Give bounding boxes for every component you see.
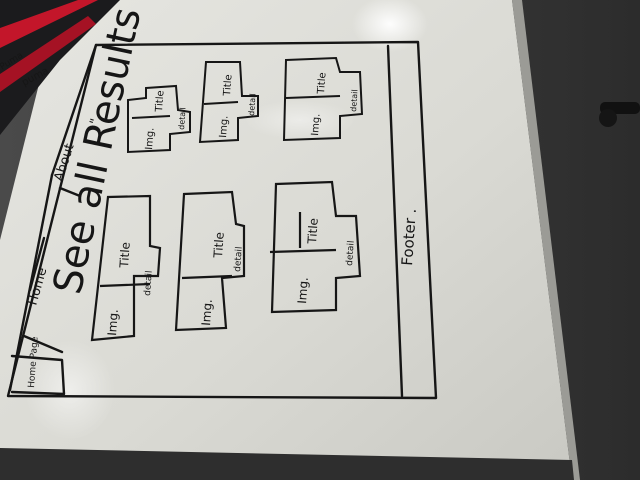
result-card[interactable]: Img. Title detail xyxy=(174,190,246,332)
nav-sep-3 xyxy=(58,186,82,198)
bag-corner: puma Puma xyxy=(0,0,120,135)
home-page-box xyxy=(10,354,66,396)
card-img-label: Img. xyxy=(310,113,323,136)
card-img-label: Img. xyxy=(295,277,311,305)
result-card[interactable]: Img. Title detail xyxy=(282,56,364,142)
card-detail-label: detail xyxy=(345,240,357,266)
card-img-label: Img. xyxy=(218,115,231,138)
whiteboard-edge xyxy=(512,0,580,480)
board-tray xyxy=(0,448,574,480)
nav-sep-1 xyxy=(22,334,64,354)
card-detail-label: detail xyxy=(143,270,155,296)
card-title-label: Title xyxy=(117,242,133,270)
card-title-label: Title xyxy=(305,218,321,246)
card-title-label: Title xyxy=(211,232,227,260)
glare-mid xyxy=(245,100,355,140)
card-detail-label: detail xyxy=(247,93,258,116)
nav-sep-2 xyxy=(28,236,46,292)
card-img-label: Img. xyxy=(105,309,121,337)
result-card[interactable]: Img. Title detail xyxy=(127,84,191,154)
card-img-label: Img. xyxy=(199,299,215,327)
chair-wheel xyxy=(599,102,640,127)
nav-about-mark: " xyxy=(88,117,104,127)
result-card[interactable]: Img. Title detail xyxy=(90,194,162,342)
whiteboard-surface xyxy=(0,0,572,480)
card-detail-label: detail xyxy=(233,246,245,272)
card-title-label: Title xyxy=(154,90,167,113)
glare-left xyxy=(25,340,115,440)
card-img-label: Img. xyxy=(144,127,157,150)
card-detail-label: detail xyxy=(349,89,360,112)
nav-divider-top xyxy=(50,43,98,177)
page-frame xyxy=(6,40,438,400)
footer-label: Footer . xyxy=(398,208,420,266)
card-title-label: Title xyxy=(316,72,329,95)
card-title-label: Title xyxy=(222,74,235,97)
result-card[interactable]: Img. Title detail xyxy=(198,61,259,144)
footer-divider xyxy=(386,44,404,398)
nav-home-page[interactable]: Home Page xyxy=(27,336,41,388)
glare-top xyxy=(352,0,428,52)
card-detail-label: detail xyxy=(177,107,188,130)
result-card[interactable]: Img. Title detail xyxy=(269,180,362,314)
wireframe-sketch xyxy=(6,40,438,400)
